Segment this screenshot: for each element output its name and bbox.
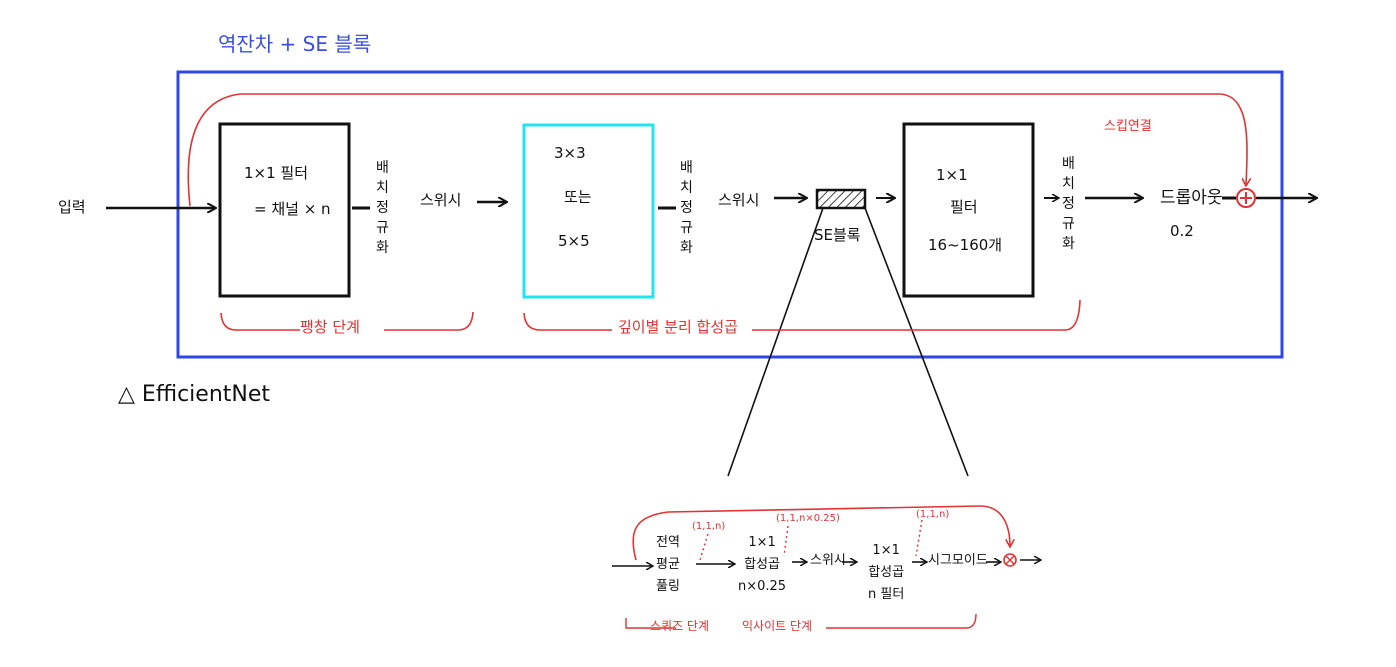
batchnorm-label-3: 배 치 정 규 화 <box>1062 156 1075 252</box>
dim1-leader <box>699 533 709 561</box>
se-block-box <box>815 188 867 210</box>
se-multiply-x2 <box>1005 555 1015 565</box>
dim3-leader <box>915 519 923 557</box>
dim2-leader <box>783 525 789 557</box>
se-block-label: SE블록 <box>814 226 861 244</box>
squeeze-stage-label: 스퀴즈 단계 <box>650 619 710 633</box>
expand-bracket <box>220 311 474 331</box>
block2-line2: 또는 <box>564 188 592 206</box>
squeeze-bracket <box>625 618 676 629</box>
skip-connection-label: 스킵연결 <box>1104 119 1152 134</box>
skip-connection-curve <box>187 93 1247 207</box>
depthwise-conv-block <box>522 123 655 299</box>
se-detail-skip-curve <box>632 505 1010 561</box>
caption: △ EfficientNet <box>118 382 271 407</box>
dropout-label: 드롭아웃 <box>1160 188 1223 208</box>
se-conv2-label: 1×1 합성곱 n 필터 <box>868 543 905 602</box>
se-dim1: (1,1,n) <box>692 521 726 532</box>
se-swish-label: 스위시 <box>810 553 846 568</box>
depthwise-conv-label: 깊이별 분리 합성곱 <box>618 318 738 336</box>
block3-line2: 필터 <box>950 198 978 216</box>
swish-label-1: 스위시 <box>420 191 462 209</box>
block3-line3: 16~160개 <box>928 236 1003 254</box>
block2-line1: 3×3 <box>554 144 586 162</box>
swish-label-2: 스위시 <box>718 191 760 209</box>
batchnorm-label-1: 배 치 정 규 화 <box>376 160 389 256</box>
se-conv1-label: 1×1 합성곱 n×0.25 <box>738 535 787 594</box>
add-node <box>1236 188 1256 208</box>
se-dim2: (1,1,n×0.25) <box>776 513 840 524</box>
expansion-conv-block <box>218 122 351 298</box>
batchnorm-label-2: 배 치 정 규 화 <box>680 160 693 256</box>
excite-stage-label: 익사이트 단계 <box>742 619 813 633</box>
block1-line1: 1×1 필터 <box>244 164 309 182</box>
zoom-line-right <box>864 207 969 477</box>
zoom-line-left <box>727 207 824 477</box>
excite-bracket <box>826 613 977 629</box>
depthwise-bracket <box>523 299 1081 331</box>
block2-line3: 5×5 <box>558 232 590 250</box>
block1-line2: = 채널 × n <box>254 200 331 218</box>
expand-stage-label: 팽창 단계 <box>300 318 360 336</box>
projection-conv-block <box>902 122 1035 298</box>
outer-frame <box>176 70 1284 359</box>
se-sigmoid-label: 시그모이드 <box>928 553 988 568</box>
se-gap-label: 전역 평균 풀링 <box>656 535 680 594</box>
se-dim3: (1,1,n) <box>916 509 950 520</box>
input-label: 입력 <box>58 198 86 216</box>
se-multiply-node <box>1003 553 1017 567</box>
diagram-title: 역잔차 + SE 블록 <box>218 32 372 56</box>
dropout-value: 0.2 <box>1170 222 1194 240</box>
block3-line1: 1×1 <box>936 166 968 184</box>
